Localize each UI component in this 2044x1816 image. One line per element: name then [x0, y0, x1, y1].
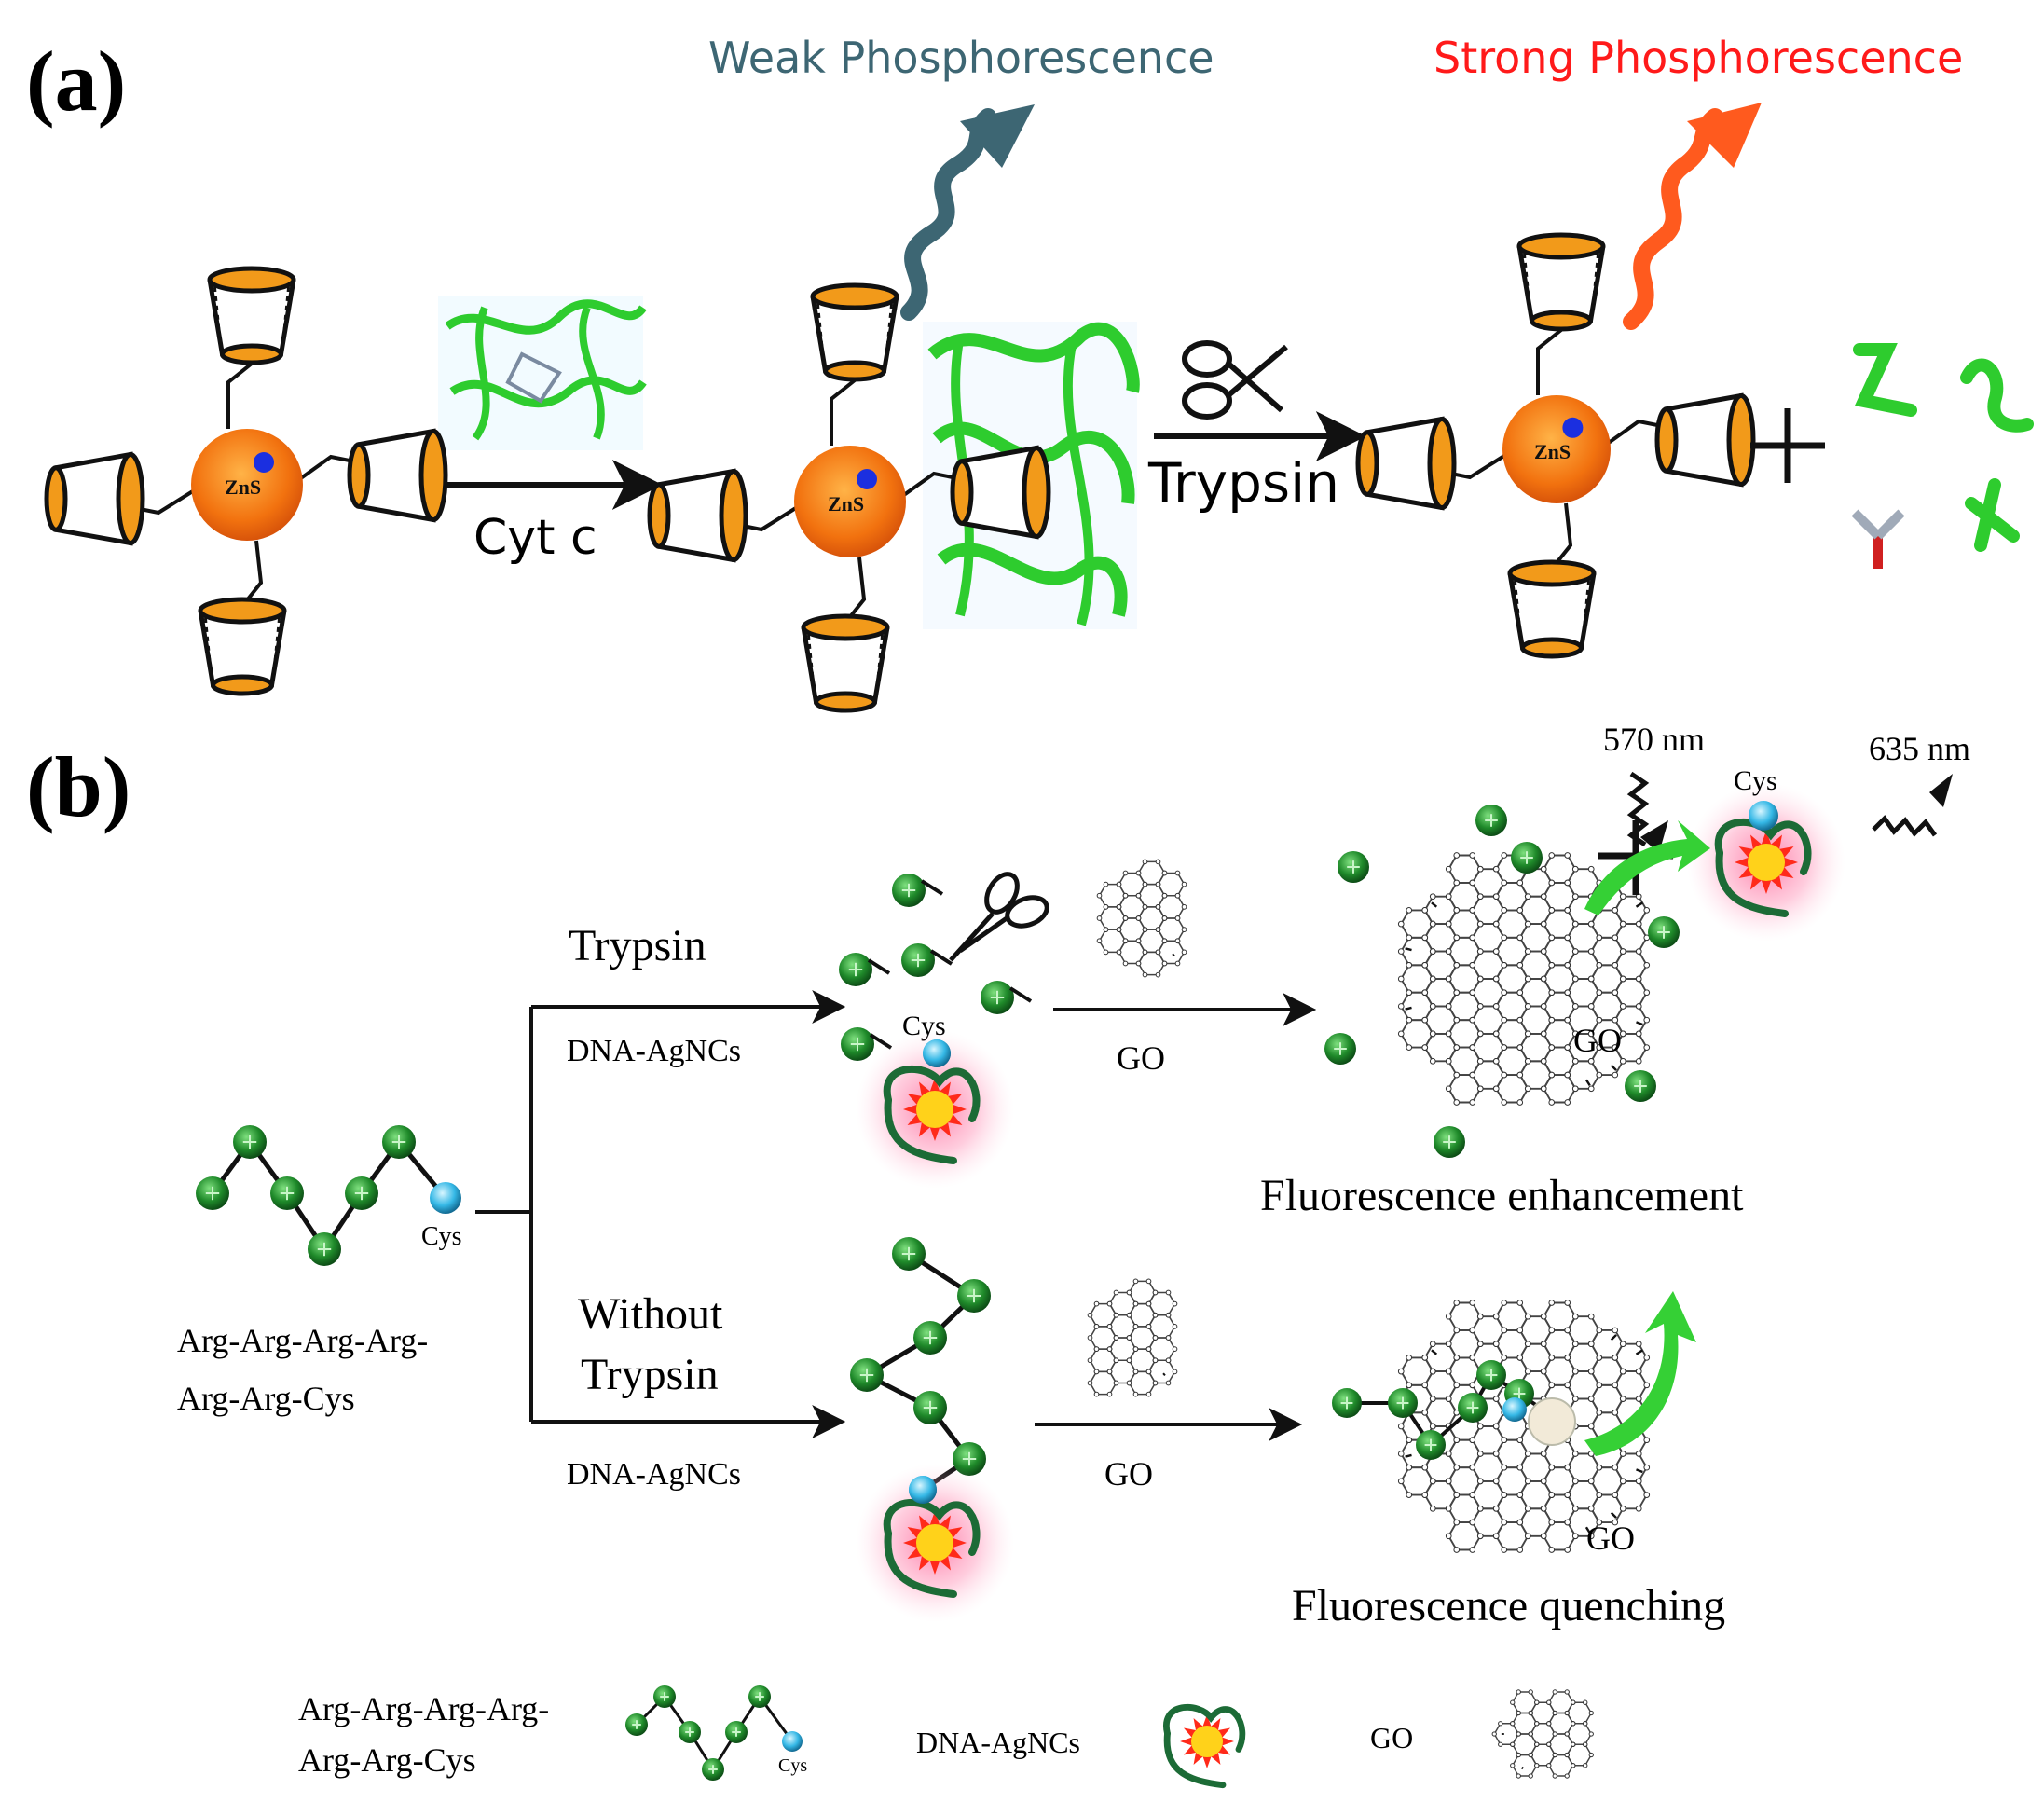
svg-text:ZnS: ZnS [225, 475, 261, 499]
qd-cd-unit-quenched: ZnS [647, 282, 1051, 713]
peptide-label-line1: Arg-Arg-Arg-Arg- [177, 1322, 428, 1359]
starting-peptide-chain [196, 1125, 461, 1266]
energy-transfer-arrow-bottom [1584, 1291, 1696, 1456]
cys-label-start: Cys [421, 1222, 462, 1251]
go-sheet-enhancement [1324, 805, 1680, 1158]
emission-wave-635 [1872, 774, 1953, 837]
intact-peptide-chain [850, 1237, 991, 1504]
strong-emission-wave [1623, 103, 1762, 330]
peptide-label-line2: Arg-Arg-Cys [177, 1380, 355, 1417]
dna-agncs-label-top: DNA-AgNCs [567, 1034, 741, 1068]
legend-cys-label: Cys [778, 1755, 807, 1776]
legend-peptide-line1: Arg-Arg-Arg-Arg- [298, 1690, 549, 1727]
legend-go-icon [1491, 1689, 1594, 1779]
legend-dna-agncs-label: DNA-AgNCs [916, 1726, 1080, 1759]
plus-sign-a [1750, 408, 1825, 483]
go-sheet-bottom-arrow [1087, 1278, 1178, 1397]
qd-cd-unit-initial: ZnS [44, 266, 448, 696]
wavelength-635-label: 635 nm [1869, 730, 1970, 767]
trypsin-label-b: Trypsin [569, 921, 706, 970]
go-label-quench: GO [1586, 1520, 1635, 1557]
legend-peptide-line2: Arg-Arg-Cys [298, 1741, 476, 1779]
wavelength-570-label: 570 nm [1603, 721, 1705, 758]
fluorescence-quenching-label: Fluorescence quenching [1292, 1581, 1725, 1630]
legend-go-label: GO [1370, 1721, 1413, 1754]
svg-text:ZnS: ZnS [828, 492, 864, 516]
go-label-top-arrow: GO [1117, 1039, 1165, 1077]
energy-transfer-arrow-top [1584, 820, 1710, 915]
without-label-line1: Without [578, 1289, 723, 1339]
panel-b-label: (b) [26, 739, 130, 834]
strong-phosphorescence-label: Strong Phosphorescence [1434, 33, 1963, 83]
trypsin-label-a: Trypsin [1147, 451, 1339, 515]
go-label-bottom-arrow: GO [1104, 1455, 1153, 1493]
fluorescence-enhancement-label: Fluorescence enhancement [1260, 1171, 1744, 1220]
peptide-fragments [1853, 343, 2034, 552]
cyt-c-protein-structure [438, 296, 647, 450]
weak-phosphorescence-label: Weak Phosphorescence [708, 33, 1214, 83]
legend-peptide-icon [625, 1685, 803, 1781]
go-label-enhance: GO [1573, 1022, 1622, 1059]
scissors-icon [1182, 340, 1288, 420]
cytc-label: Cyt c [473, 510, 597, 566]
go-sheet-top-arrow [1096, 859, 1187, 978]
qd-cd-unit-recovered: ZnS [1355, 232, 1756, 659]
dna-agncs-label-bottom: DNA-AgNCs [567, 1457, 741, 1492]
go-sheet-quenching [1332, 1300, 1651, 1553]
amino-acid-fragment [1851, 509, 1905, 569]
svg-text:ZnS: ZnS [1534, 440, 1571, 463]
dna-agnc-clusters [856, 783, 1845, 1622]
cys-label-enhance: Cys [1734, 765, 1777, 796]
legend-dna-agnc-icon [1163, 1703, 1246, 1789]
scissors-icon-b [949, 872, 1049, 962]
without-label-line2: Trypsin [581, 1350, 719, 1399]
weak-emission-wave [900, 104, 1035, 321]
panel-a-label: (a) [26, 34, 126, 129]
